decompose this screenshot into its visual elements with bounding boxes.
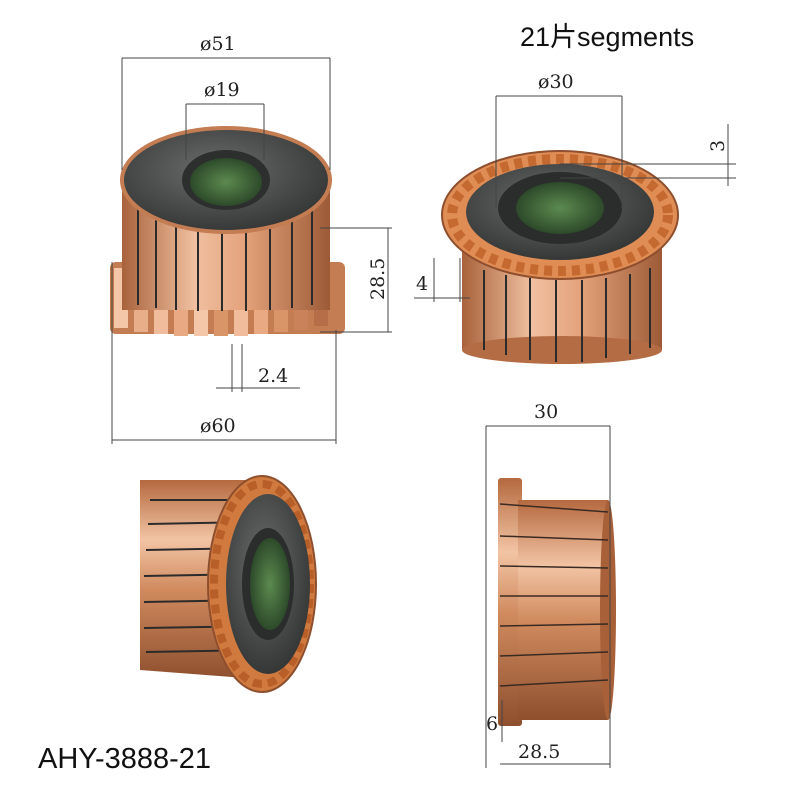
side-dimensions: 30 6 28.5 bbox=[485, 401, 611, 768]
dim-flange-diameter: ø60 bbox=[200, 415, 236, 437]
side-body bbox=[518, 500, 608, 720]
angled-bore bbox=[250, 538, 290, 630]
dim-step-height: 3 bbox=[707, 140, 729, 152]
angled-view bbox=[140, 475, 317, 693]
dim-outer-diameter: ø51 bbox=[200, 33, 236, 55]
dim-flange-length: 6 bbox=[486, 713, 498, 735]
dim-height: 28.5 bbox=[367, 258, 389, 300]
front-bore bbox=[190, 158, 262, 206]
dim-overall-length: 30 bbox=[534, 401, 558, 423]
model-number: AHY-3888-21 bbox=[38, 743, 211, 775]
front-dimensions: ø51 ø19 28.5 2.4 ø60 bbox=[111, 33, 392, 444]
top-view bbox=[441, 150, 679, 364]
top-dimensions: ø30 3 4 bbox=[414, 71, 736, 302]
dim-bore-diameter: ø19 bbox=[204, 79, 240, 101]
dim-slot-width: 2.4 bbox=[258, 365, 288, 387]
dim-body-length: 28.5 bbox=[518, 741, 560, 763]
dim-riser: 4 bbox=[416, 273, 428, 295]
side-flange bbox=[498, 478, 522, 726]
segments-title: 21片segments bbox=[520, 22, 694, 52]
dim-hub-diameter: ø30 bbox=[538, 71, 574, 93]
side-view bbox=[498, 478, 616, 726]
front-view bbox=[110, 126, 345, 336]
top-bore bbox=[516, 182, 604, 234]
